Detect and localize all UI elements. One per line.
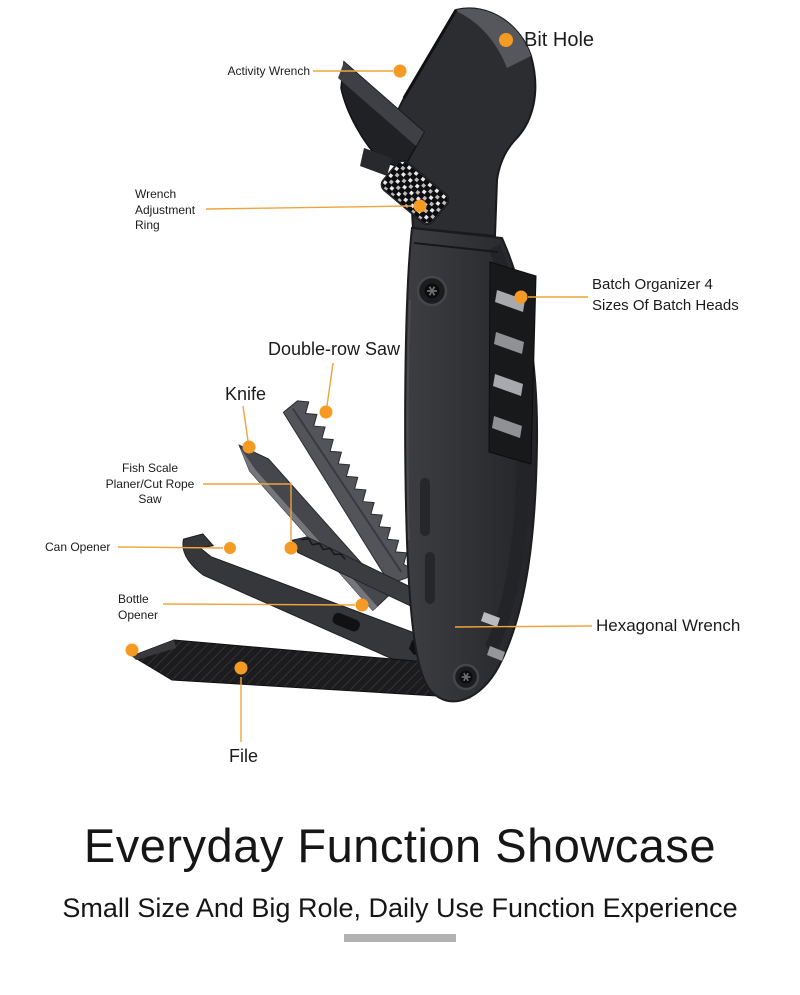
bit-hole-marker (499, 33, 513, 47)
bottle-opener-line (162, 603, 356, 606)
callout-markers (125, 33, 528, 675)
adjustment-ring-marker (413, 199, 427, 213)
callout-lines (117, 70, 593, 742)
footer-subtitle: Small Size And Big Role, Daily Use Funct… (62, 893, 738, 923)
bit-hole-label: Bit Hole (524, 29, 595, 51)
footer-divider (344, 934, 456, 942)
saw-blade-icon (282, 400, 413, 585)
knife-line (242, 405, 249, 442)
footer-title: Everyday Function Showcase (83, 819, 717, 872)
bottle-opener-cutout (332, 612, 360, 632)
batch-organizer-label: Batch Organizer 4 Sizes Of Batch Heads (592, 276, 739, 314)
hexagonal-wrench-label: Hexagonal Wrench (596, 616, 741, 635)
fish-scale-label: Fish Scale Planer/Cut Rope Saw (105, 461, 195, 507)
can-opener-line (117, 546, 224, 549)
saw-marker (319, 405, 333, 419)
can-opener-label: Can Opener (45, 540, 111, 554)
hex-wrench-slot-2 (487, 646, 505, 661)
hex-wrench-slot (481, 612, 500, 627)
saw-line (326, 362, 334, 407)
knife-label: Knife (225, 384, 267, 404)
double-row-saw-label: Double-row Saw (268, 339, 401, 359)
knife-marker (242, 440, 256, 454)
batch-organizer-marker (514, 290, 528, 304)
hexagonal-wrench-line (454, 625, 593, 628)
activity-wrench-marker (393, 64, 407, 78)
wrench-head-icon (338, 7, 537, 238)
pivot-screw-bottom-icon (452, 663, 480, 691)
bottle-opener-marker (355, 598, 369, 612)
activity-wrench-label: Activity Wrench (227, 64, 310, 78)
adjustment-ring-line (205, 205, 413, 210)
wrench-adjustment-ring-label: Wrench Adjustment Ring (135, 187, 196, 233)
file-tip-marker (125, 643, 139, 657)
bottle-opener-label: Bottle Opener (118, 592, 159, 622)
file-marker (234, 661, 248, 675)
bit-holder-icon (488, 261, 537, 465)
fish-scale-line (203, 483, 292, 541)
file-label: File (229, 746, 259, 766)
pivot-screw-top-icon (416, 275, 448, 307)
fish-scale-marker (284, 541, 298, 555)
can-opener-marker (224, 542, 236, 554)
